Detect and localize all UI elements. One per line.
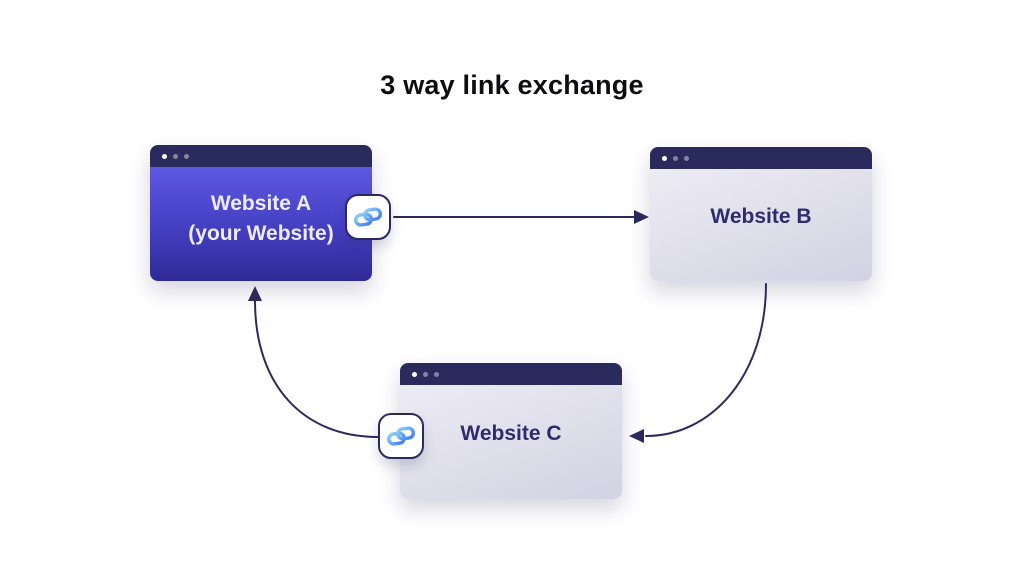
window-titlebar	[400, 363, 622, 385]
window-website-b: Website B	[650, 147, 872, 281]
window-dot-icon	[184, 153, 189, 159]
link-icon	[353, 207, 383, 227]
website-a-label: Website A	[210, 192, 312, 215]
website-b-label: Website B	[710, 205, 812, 228]
window-content: Website C	[400, 385, 622, 499]
website-a-sublabel: (your Website)	[188, 222, 334, 245]
website-c-label: Website C	[460, 422, 562, 445]
link-icon	[386, 426, 416, 446]
diagram-title: 3 way link exchange	[380, 70, 644, 100]
link-badge-c-a	[378, 413, 424, 459]
window-titlebar	[650, 147, 872, 169]
window-dot-icon	[412, 371, 417, 377]
window-website-a: Website A (your Website)	[150, 145, 372, 281]
window-dot-icon	[662, 155, 667, 161]
window-website-c: Website C	[400, 363, 622, 499]
window-content: Website B	[650, 169, 872, 281]
window-titlebar	[150, 145, 372, 167]
arrowhead-into-c	[629, 429, 644, 443]
arrowhead-into-b	[634, 210, 649, 224]
window-dot-icon	[423, 371, 428, 377]
arrowhead-into-a	[248, 286, 262, 301]
link-badge-a-b	[345, 194, 391, 240]
window-dot-icon	[684, 155, 689, 161]
arrow-b-to-c	[645, 283, 767, 437]
window-dot-icon	[162, 153, 167, 159]
window-dot-icon	[173, 153, 178, 159]
window-dot-icon	[673, 155, 678, 161]
window-dot-icon	[434, 371, 439, 377]
window-content: Website A (your Website)	[150, 167, 372, 281]
arrow-c-to-a	[254, 300, 379, 438]
